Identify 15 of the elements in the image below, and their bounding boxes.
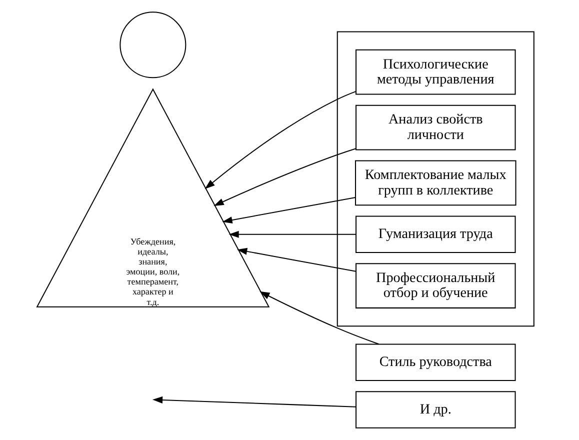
cluster [336,31,534,327]
node-circle [120,12,186,78]
arrow [222,196,356,224]
node-box: Психологические методы управления [356,49,516,95]
node-box: Профессиональный отбор и обучение [356,263,516,308]
node-box: Анализ свойств личности [356,104,516,150]
arrow [214,148,356,206]
node-box: Комплектование малых групп в коллективе [355,160,516,206]
node-box: Гуманизация труда [356,216,516,253]
node-box: И др. [356,391,516,428]
node-box: Стиль руководства [356,344,516,381]
arrow [228,230,356,238]
arrow [152,396,356,408]
arrow [237,248,356,272]
arrow [204,90,356,190]
